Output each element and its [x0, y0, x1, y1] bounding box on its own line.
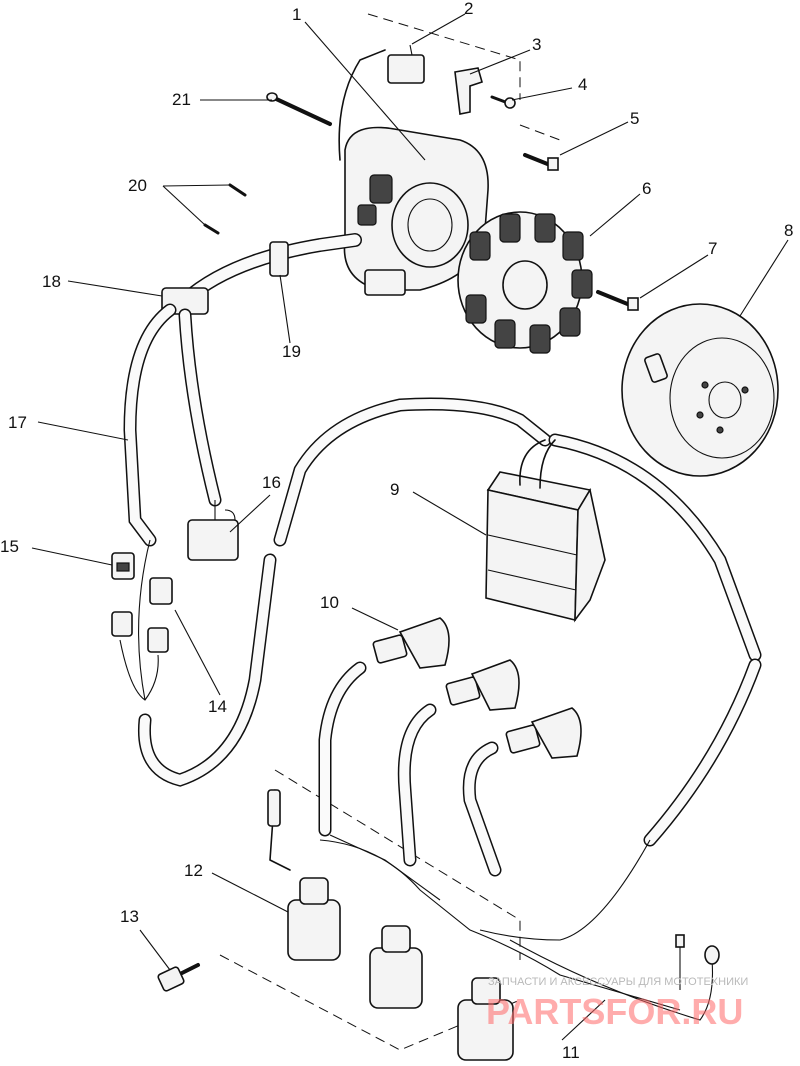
watermark-brand: PARTSFOR.RU [486, 991, 743, 1032]
part-9-cdi-box [485, 439, 606, 623]
high-tension-leads [318, 661, 502, 877]
callout-1: 1 [292, 5, 301, 24]
part-4-screw [490, 95, 516, 109]
callout-6: 6 [642, 179, 651, 198]
part-16-connector [187, 500, 239, 561]
callout-9: 9 [390, 480, 399, 499]
callout-16: 16 [262, 473, 281, 492]
callout-4: 4 [578, 75, 587, 94]
part-20-screws [203, 183, 247, 235]
part-17-wire-harness [123, 303, 222, 701]
callout-18: 18 [42, 272, 61, 291]
callout-10: 10 [320, 593, 339, 612]
callout-20: 20 [128, 176, 147, 195]
part-8-flywheel [621, 303, 779, 477]
part-11-ground-wire [509, 934, 720, 1021]
watermark-tagline: ЗАПЧАСТИ И АКСЕССУАРЫ ДЛЯ МОТОТЕХНИКИ [488, 976, 748, 988]
callout-3: 3 [532, 35, 541, 54]
part-6-stator-coil [457, 211, 593, 354]
callout-17: 17 [8, 413, 27, 432]
part-13-bolt [157, 963, 200, 992]
callout-8: 8 [784, 221, 793, 240]
part-12-ignition-coils [267, 789, 681, 1061]
part-2-clamp [387, 44, 425, 84]
callout-5: 5 [630, 109, 639, 128]
callout-2: 2 [464, 0, 473, 18]
part-10-spark-plug-caps [372, 617, 582, 759]
part-15-connector [111, 552, 135, 580]
part-21-bolt [266, 92, 332, 126]
callout-7: 7 [708, 239, 717, 258]
part-5-screw [523, 153, 559, 171]
part-18-harness-grommet [161, 233, 362, 315]
callout-14: 14 [208, 697, 227, 716]
part-7-screw [596, 290, 639, 311]
callout-15: 15 [0, 537, 19, 556]
callout-19: 19 [282, 342, 301, 361]
watermark: ЗАПЧАСТИ И АКСЕССУАРЫ ДЛЯ МОТОТЕХНИКИ PA… [486, 976, 748, 1032]
part-1-stator-plate [338, 49, 489, 296]
wire-loop [137, 397, 762, 941]
part-19-clamp [269, 241, 289, 277]
leader-lines [31, 13, 789, 1041]
part-14-connector [111, 577, 173, 701]
callout-21: 21 [172, 90, 191, 109]
part-3-bracket [454, 67, 483, 115]
callout-12: 12 [184, 861, 203, 880]
callout-13: 13 [120, 907, 139, 926]
callout-11: 11 [562, 1043, 580, 1062]
